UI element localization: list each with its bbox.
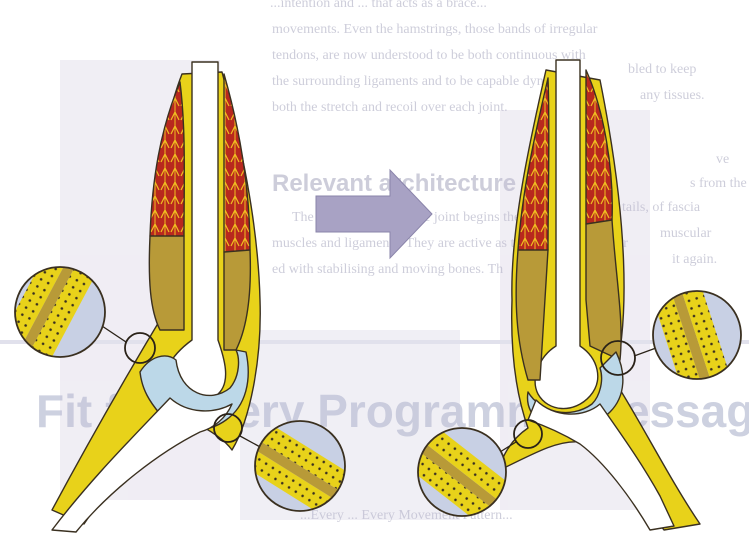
left-muscle-b xyxy=(224,74,250,254)
left-tendon-a xyxy=(149,236,184,330)
magnifier-lens-icon xyxy=(647,267,749,416)
right-arrow-icon xyxy=(316,170,432,258)
